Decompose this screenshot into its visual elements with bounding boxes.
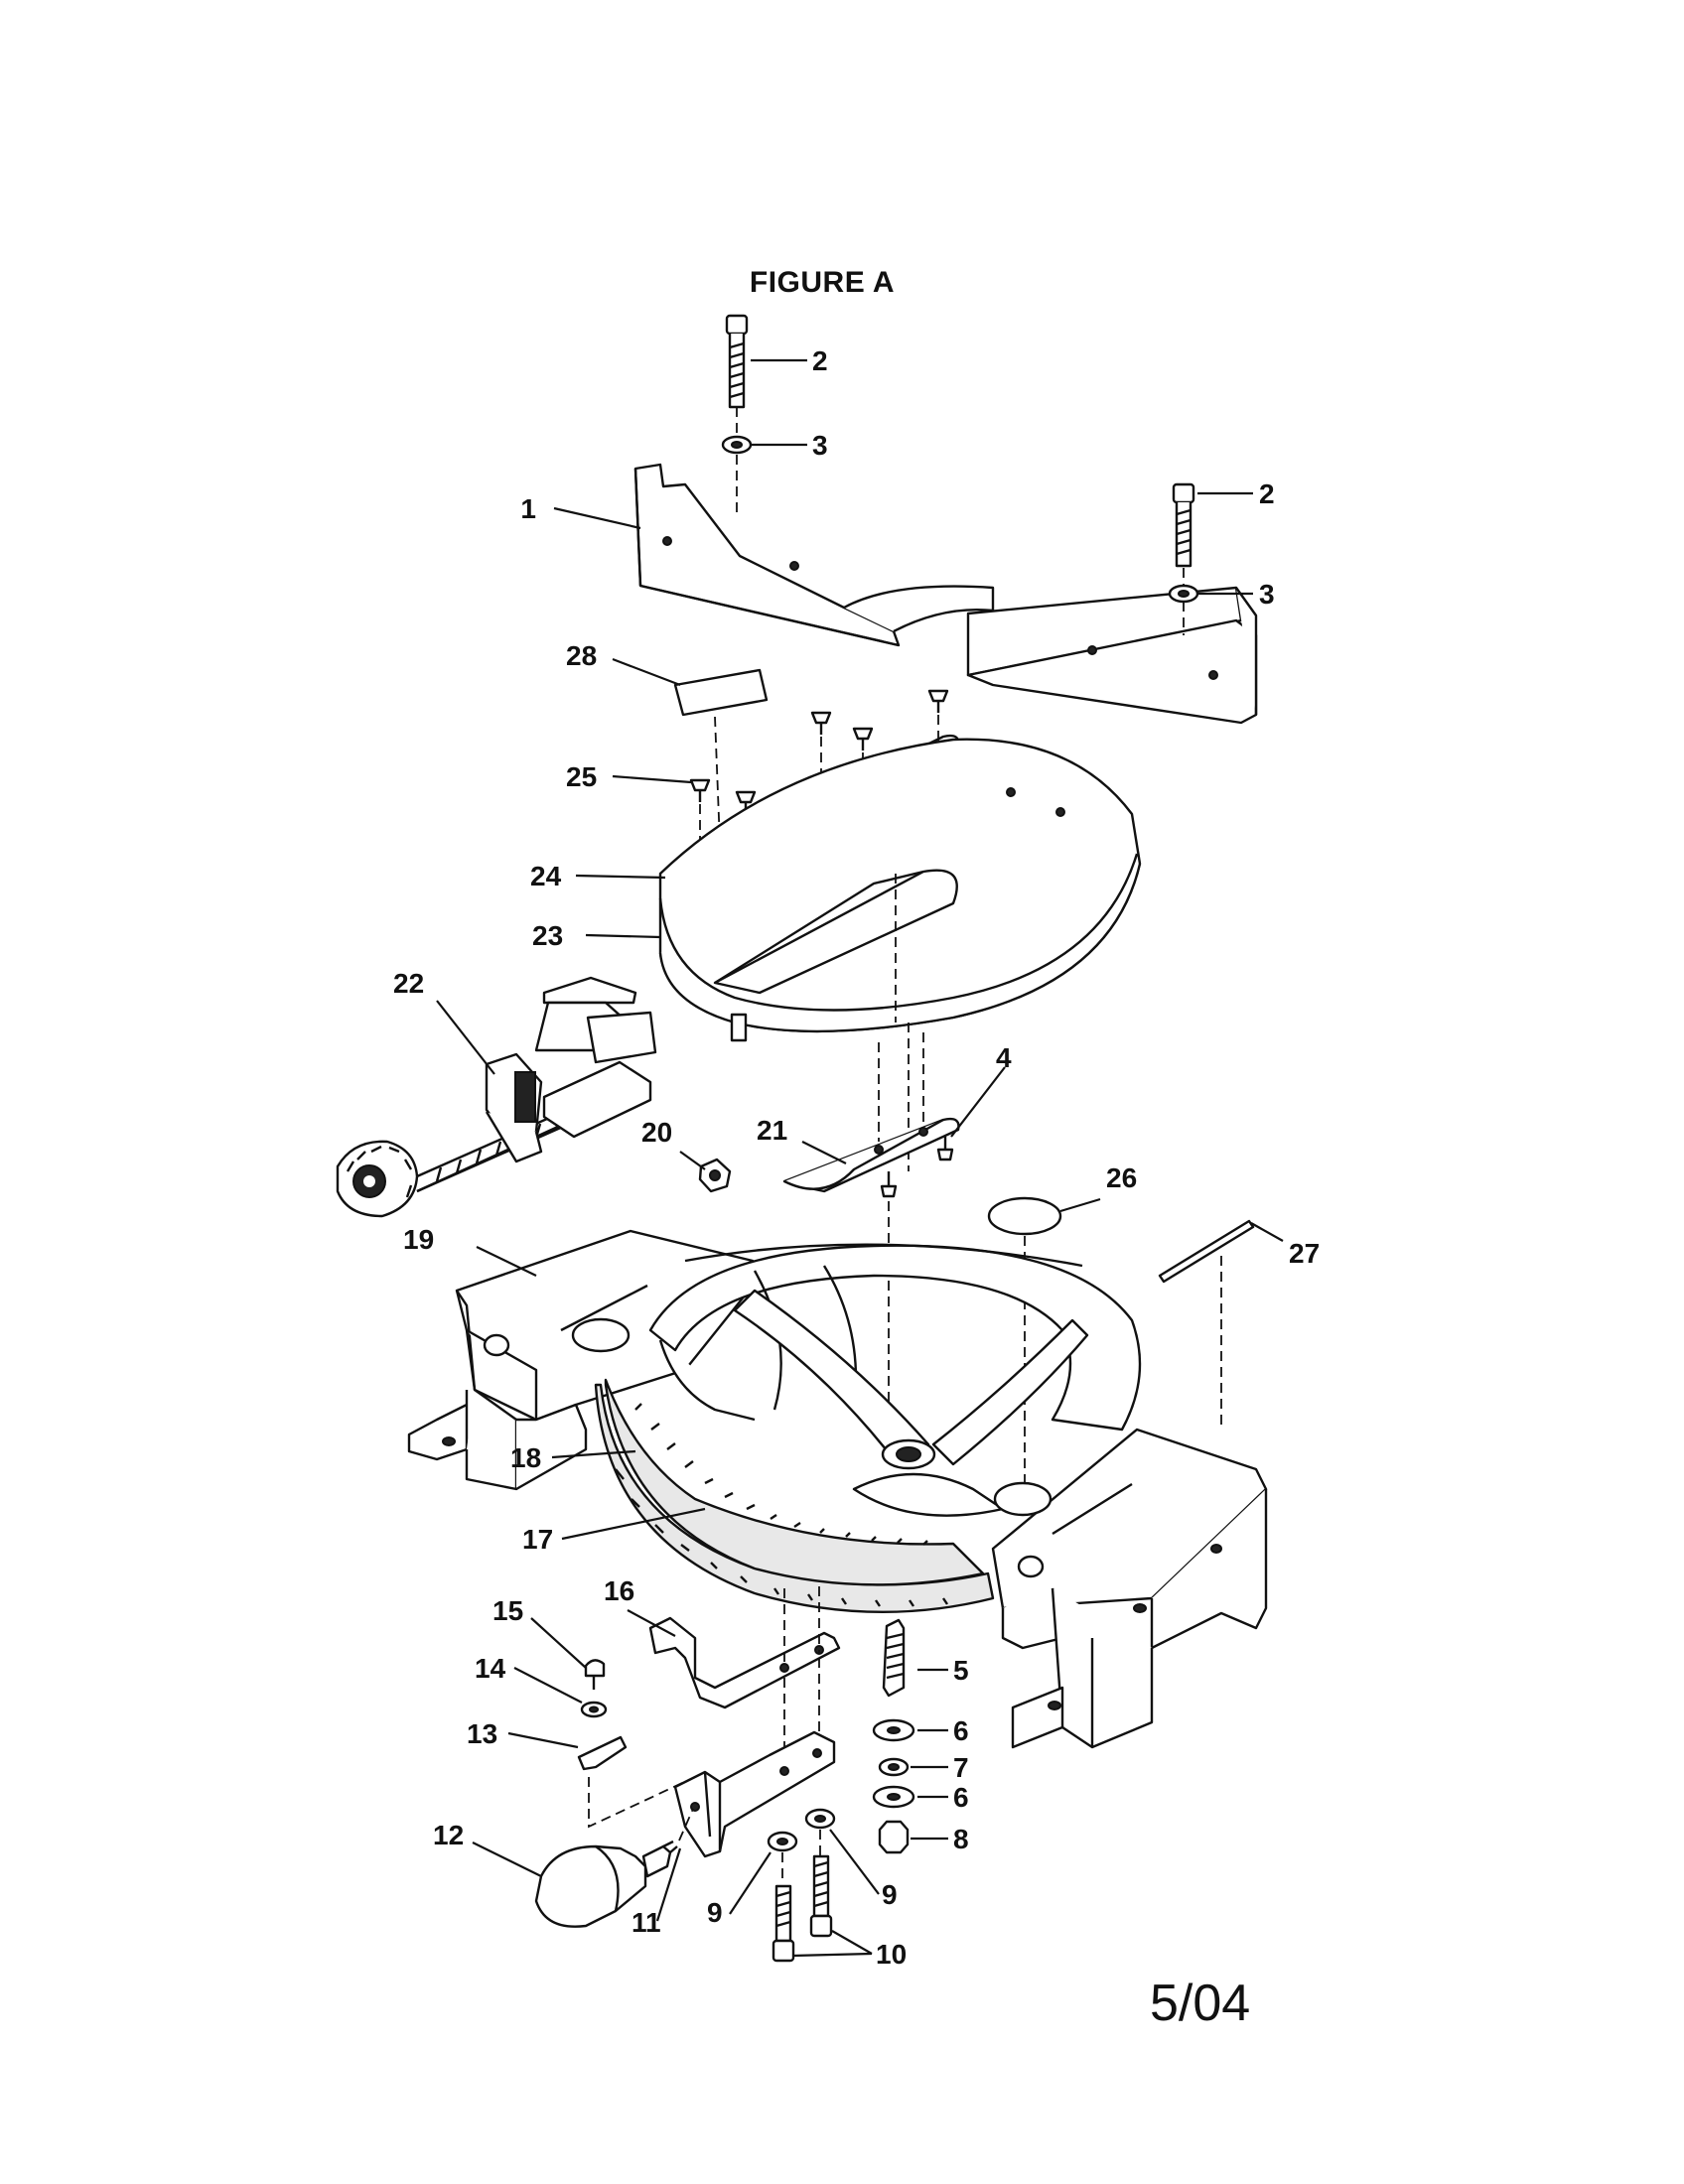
callout-25: 25 <box>566 761 597 792</box>
callout-9-right: 9 <box>882 1879 898 1910</box>
fence <box>633 463 1258 725</box>
callout-7: 7 <box>953 1752 969 1783</box>
lock-clip <box>577 1735 628 1771</box>
callout-2-right: 2 <box>1259 478 1275 509</box>
clamp-assembly <box>336 976 657 1218</box>
callout-16: 16 <box>604 1575 634 1606</box>
callout-13: 13 <box>467 1718 497 1749</box>
fence-washer-left <box>721 435 753 455</box>
callout-1: 1 <box>520 493 536 524</box>
hex-nut <box>878 1820 910 1854</box>
miter-lock-bracket <box>673 1730 836 1858</box>
callout-14: 14 <box>475 1653 506 1684</box>
figure-title: FIGURE A <box>749 266 896 299</box>
miter-lock-knob <box>534 1840 678 1928</box>
callout-8: 8 <box>953 1824 969 1854</box>
clamp-nut <box>698 1158 732 1193</box>
turntable <box>658 738 1142 1042</box>
part-number-labels: 1 2 2 3 3 4 5 6 7 6 8 9 9 10 11 12 13 14… <box>393 345 1320 1970</box>
pivot-stud <box>882 1618 906 1698</box>
callout-15: 15 <box>492 1595 523 1626</box>
callout-26: 26 <box>1106 1162 1137 1193</box>
callout-2-left: 2 <box>812 345 828 376</box>
callout-27: 27 <box>1289 1238 1320 1269</box>
warning-label <box>673 668 769 717</box>
callout-10: 10 <box>876 1939 907 1970</box>
throat-plate-screws <box>689 689 949 814</box>
date-code: 5/04 <box>1150 1975 1251 2032</box>
round-label <box>987 1196 1062 1236</box>
pointer-screws <box>880 1137 954 1198</box>
fence-bolt-left <box>725 314 749 409</box>
callout-6-upper: 6 <box>953 1715 969 1746</box>
callout-4: 4 <box>996 1042 1012 1073</box>
leader-lines <box>436 358 1284 1958</box>
callout-24: 24 <box>530 861 562 891</box>
fence-washer-right <box>1168 584 1199 604</box>
callout-17: 17 <box>522 1524 553 1555</box>
callout-5: 5 <box>953 1655 969 1686</box>
callout-6-lower: 6 <box>953 1782 969 1813</box>
callout-19: 19 <box>403 1224 434 1255</box>
callout-22: 22 <box>393 968 424 999</box>
base-bolts <box>772 1854 833 1963</box>
callout-3-left: 3 <box>812 430 828 461</box>
clip-screw <box>584 1659 606 1690</box>
callout-3-right: 3 <box>1259 579 1275 610</box>
miter-pointer <box>782 1117 960 1193</box>
callout-21: 21 <box>757 1115 787 1146</box>
callout-23: 23 <box>532 920 563 951</box>
callout-18: 18 <box>510 1442 541 1473</box>
fence-bolt-right <box>1172 482 1195 568</box>
callout-11: 11 <box>632 1907 661 1938</box>
callout-20: 20 <box>641 1117 672 1148</box>
bevel-scale-strip <box>1158 1219 1255 1284</box>
callout-12: 12 <box>433 1820 464 1850</box>
callout-9-left: 9 <box>707 1897 723 1928</box>
callout-28: 28 <box>566 640 597 671</box>
miter-base <box>407 1229 1268 1749</box>
detent-spring <box>648 1616 841 1709</box>
